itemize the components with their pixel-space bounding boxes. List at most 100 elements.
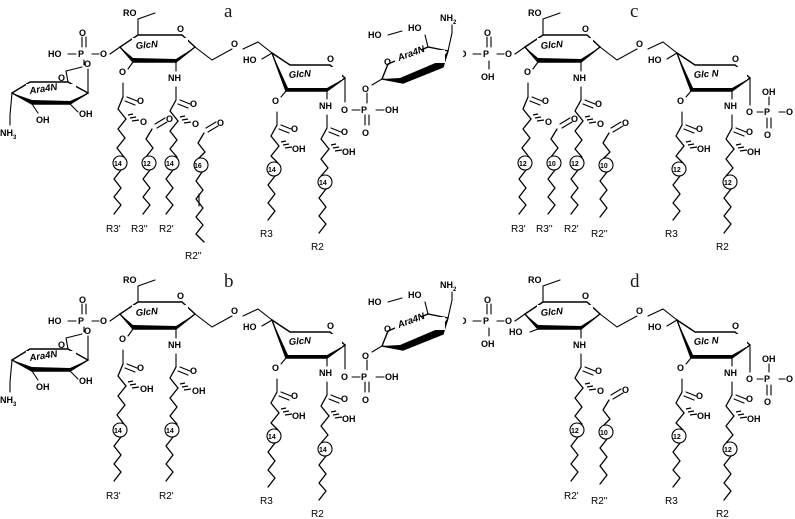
chain-count-circle-c2 [546,155,562,171]
ring-oxygen-d1: O [582,291,589,301]
chain-count-c2: 10 [548,161,556,168]
chain-count-c1: 12 [519,161,527,168]
chain-count-circle-a6 [317,174,333,190]
chain-count-circle-d2 [598,424,614,440]
chain-count-circle-a1 [112,155,128,171]
phosphate-p-b1: P [78,316,84,326]
stereo-hash-b3 [280,407,293,416]
ro-group-d: RO [528,275,542,285]
glcn-ring-right-d: Glc N HO O O NH O [648,318,753,384]
phosphate-right-d: P OH OH O [756,354,793,407]
ester-o-d1: O [677,363,684,373]
carbonyl-o-c1: O [542,96,549,106]
chain-label-c5: R3 [665,229,678,240]
carbonyl-o-d1: O [595,366,602,376]
phosphate-o-a2: O [100,49,107,59]
stereo-hash-a4 [330,143,343,152]
ring-oxygen-a2: O [177,24,184,34]
phosphate-right-c: P OH OH O [756,87,793,140]
glcn-ring-label-b2: GlcN [288,335,312,348]
ester-o-c4: O [597,119,604,129]
carbonyl-o-d2: O [622,385,629,395]
acyl-chain-a-r3doubleprime: O 12 R3'' [131,114,173,235]
chain-label-a1: R3' [106,224,121,235]
chain-count-b2: 14 [166,428,174,435]
chain-count-circle-a5 [266,161,282,177]
glcn-ring-left-b: GlcN RO O O NH O [118,275,273,350]
ester-o-c1: O [524,67,531,77]
chain-count-circle-a3 [164,155,180,171]
chain-count-d4: 12 [724,447,732,454]
carbonyl-o-c2: O [571,114,578,124]
chain-label-d3: R3 [665,496,678,507]
hydroxy-oh-c2: OH [747,147,761,157]
ara4n-nh2-a: NH3 [0,128,17,141]
ro-group-a: RO [123,8,137,18]
acyl-chain-b-r2: O OH 14 R2 [311,381,356,519]
ro-group-c: RO [528,8,542,18]
acyl-chain-b-r2prime: O OH 14 R2' [159,353,206,502]
chain-label-d1: R2' [564,491,579,502]
chain-count-c5: 12 [673,167,681,174]
chain-count-a2: 12 [143,161,151,168]
phosphate-o-c3: O [746,107,753,117]
ara4n-nh2-a2: NH2 [440,13,457,26]
phosphate-ho-a1: HO [48,49,62,59]
stereo-hash-d2 [685,407,698,416]
phosphate-left-b: P O HO O [48,295,121,333]
glcn-ring-label-d1: GlcN [540,306,564,319]
carbonyl-o-b3: O [291,391,298,401]
ho-group-a3: HO [408,23,422,33]
phosphate-o-c1: O [484,28,491,38]
ara4n-ring-label-a: Ara4N [28,82,59,98]
chain-count-c4: 10 [600,163,608,170]
carbonyl-o-b2: O [190,366,197,376]
ring-oxygen-a4: O [384,57,391,67]
phosphate-p-c2: P [764,107,770,117]
hydroxy-oh-b2: OH [192,386,206,396]
chain-count-b3: 14 [268,434,276,441]
glycosidic-o-a1: O [84,59,91,69]
amide-nh-d2: NH [724,368,737,378]
ho-group-a2: HO [368,30,382,40]
chain-count-circle-b3 [266,428,282,444]
chain-count-a4: 16 [194,163,202,170]
amide-nh-a1: NH [168,73,181,83]
ara4n-ring-right-a: Ara4N O HO HO NH2 [368,13,457,84]
chain-label-a2: R3'' [131,224,148,235]
ester-o-a2: O [272,96,279,106]
phosphate-oh-b1: OH [385,372,399,382]
glycosidic-o-d1: O [636,306,643,316]
acyl-chain-b-r3prime: O OH 14 R3' [106,349,154,502]
amide-nh-d1: NH [573,340,586,350]
chain-count-a3: 14 [166,161,174,168]
phosphate-ho-c1: HO [463,49,467,59]
hydroxy-oh-a1: OH [292,144,306,154]
ara4n-ring-left-a: Ara4N O O OH OH NH3 [0,59,93,141]
glcn-ring-label-b1: GlcN [135,306,159,319]
ester-o-c3: O [545,117,552,127]
phosphate-p-b2: P [361,372,367,382]
ring-oxygen-b4: O [384,324,391,334]
chain-count-b1: 14 [114,428,122,435]
chain-label-c6: R2 [716,242,729,253]
carbonyl-o-a4: O [217,118,224,128]
amide-nh-c1: NH [573,73,586,83]
hydroxy-oh-b1: OH [140,384,154,394]
chain-label-a3: R2' [159,224,174,235]
acyl-chain-a-r2: O OH 14 R2 [311,114,356,253]
phosphate-o-b3: O [341,372,348,382]
chain-label-b4: R2 [311,509,324,519]
chain-count-circle-d3 [671,428,687,444]
ring-oxygen-a3: O [327,54,334,64]
acyl-chain-c-r3doubleprime: O 10 R3'' [536,114,578,235]
ring-oxygen-a1: O [58,73,65,83]
phosphate-ho-d1: HO [463,316,467,326]
chain-label-c2: R3'' [536,224,553,235]
ara4n-nh2-b2: NH2 [440,280,457,293]
glycosidic-o-b1: O [84,326,91,336]
ho-group-b3: HO [408,290,422,300]
chain-count-circle-b4 [317,441,333,457]
glcn-ring-label-a2: GlcN [288,68,312,81]
